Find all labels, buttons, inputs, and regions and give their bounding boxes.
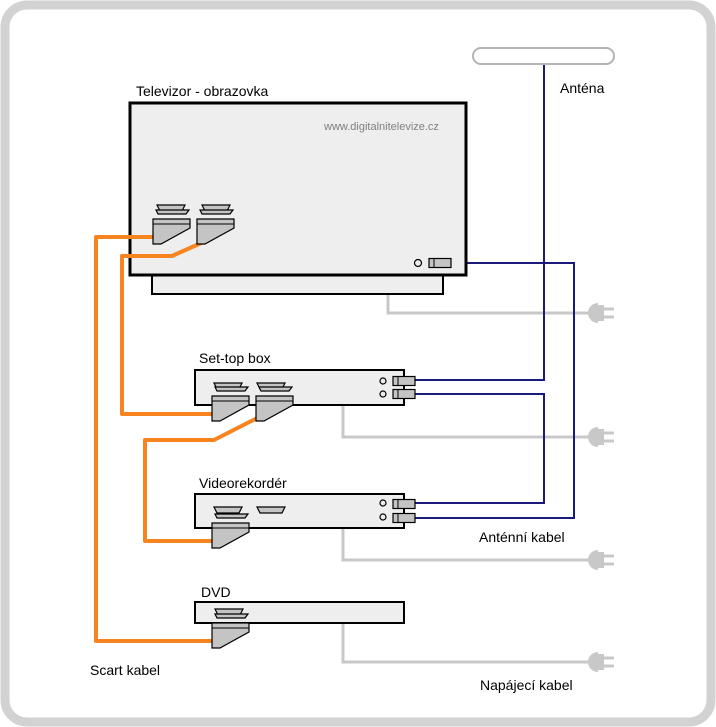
- antenna-cable-label: Anténní kabel: [479, 529, 565, 545]
- set-top-box-label: Set-top box: [199, 350, 271, 366]
- power-cable-label: Napájecí kabel: [480, 677, 573, 693]
- antenna-socket-icon: [413, 258, 423, 268]
- scart-cable-label: Scart kabel: [90, 662, 160, 678]
- antenna-cables: [415, 64, 575, 519]
- antenna-plug-icon: [428, 257, 452, 269]
- antenna-plug-icon: [392, 512, 416, 524]
- tv-stand: [151, 274, 444, 295]
- tv-label: Televizor - obrazovka: [136, 83, 268, 99]
- antenna-plug-icon: [392, 375, 416, 387]
- dvd-player: [194, 601, 405, 624]
- antenna-label: Anténa: [560, 80, 605, 96]
- videorecorder-label: Videorekordér: [199, 475, 287, 491]
- videorecorder: [194, 493, 405, 529]
- scart-socket-icon: [256, 506, 286, 514]
- antenna-socket-icon: [379, 513, 387, 521]
- antenna-plug-icon: [392, 388, 416, 400]
- scart-socket-icon: [213, 506, 243, 514]
- dvd-label: DVD: [201, 584, 231, 600]
- antenna-plug-icon: [392, 498, 416, 510]
- antenna-socket-icon: [379, 377, 387, 385]
- scart-cables: [94, 235, 266, 643]
- tv-body: [128, 101, 468, 277]
- antenna-icon: [472, 47, 615, 65]
- antenna-socket-icon: [379, 499, 387, 507]
- antenna-socket-icon: [379, 390, 387, 398]
- watermark: www.digitalnitelevize.cz: [323, 121, 439, 133]
